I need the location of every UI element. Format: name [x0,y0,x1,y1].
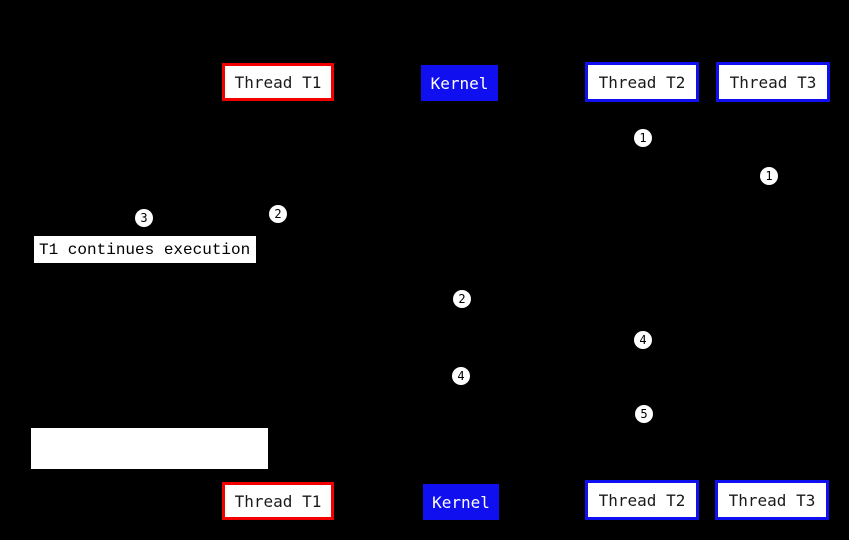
node-thread-t2-bottom: Thread T2 [585,480,699,520]
t1-continues-label: T1 continues execution [34,236,256,263]
node-kernel-bottom: Kernel [423,484,499,520]
node-kernel-top: Kernel [421,65,498,101]
step-marker: 3 [135,209,153,227]
node-thread-t3-bottom: Thread T3 [715,480,829,520]
node-thread-t2-top: Thread T2 [585,62,699,102]
node-thread-t1-bottom: Thread T1 [222,482,334,520]
step-marker: 1 [634,129,652,147]
step-marker: 5 [635,405,653,423]
node-thread-t3-top: Thread T3 [716,62,830,102]
blank-label-box [31,428,268,469]
step-marker: 4 [452,367,470,385]
step-marker: 1 [760,167,778,185]
step-marker: 4 [634,331,652,349]
step-marker: 2 [269,205,287,223]
step-marker: 2 [453,290,471,308]
node-thread-t1-top: Thread T1 [222,63,334,101]
